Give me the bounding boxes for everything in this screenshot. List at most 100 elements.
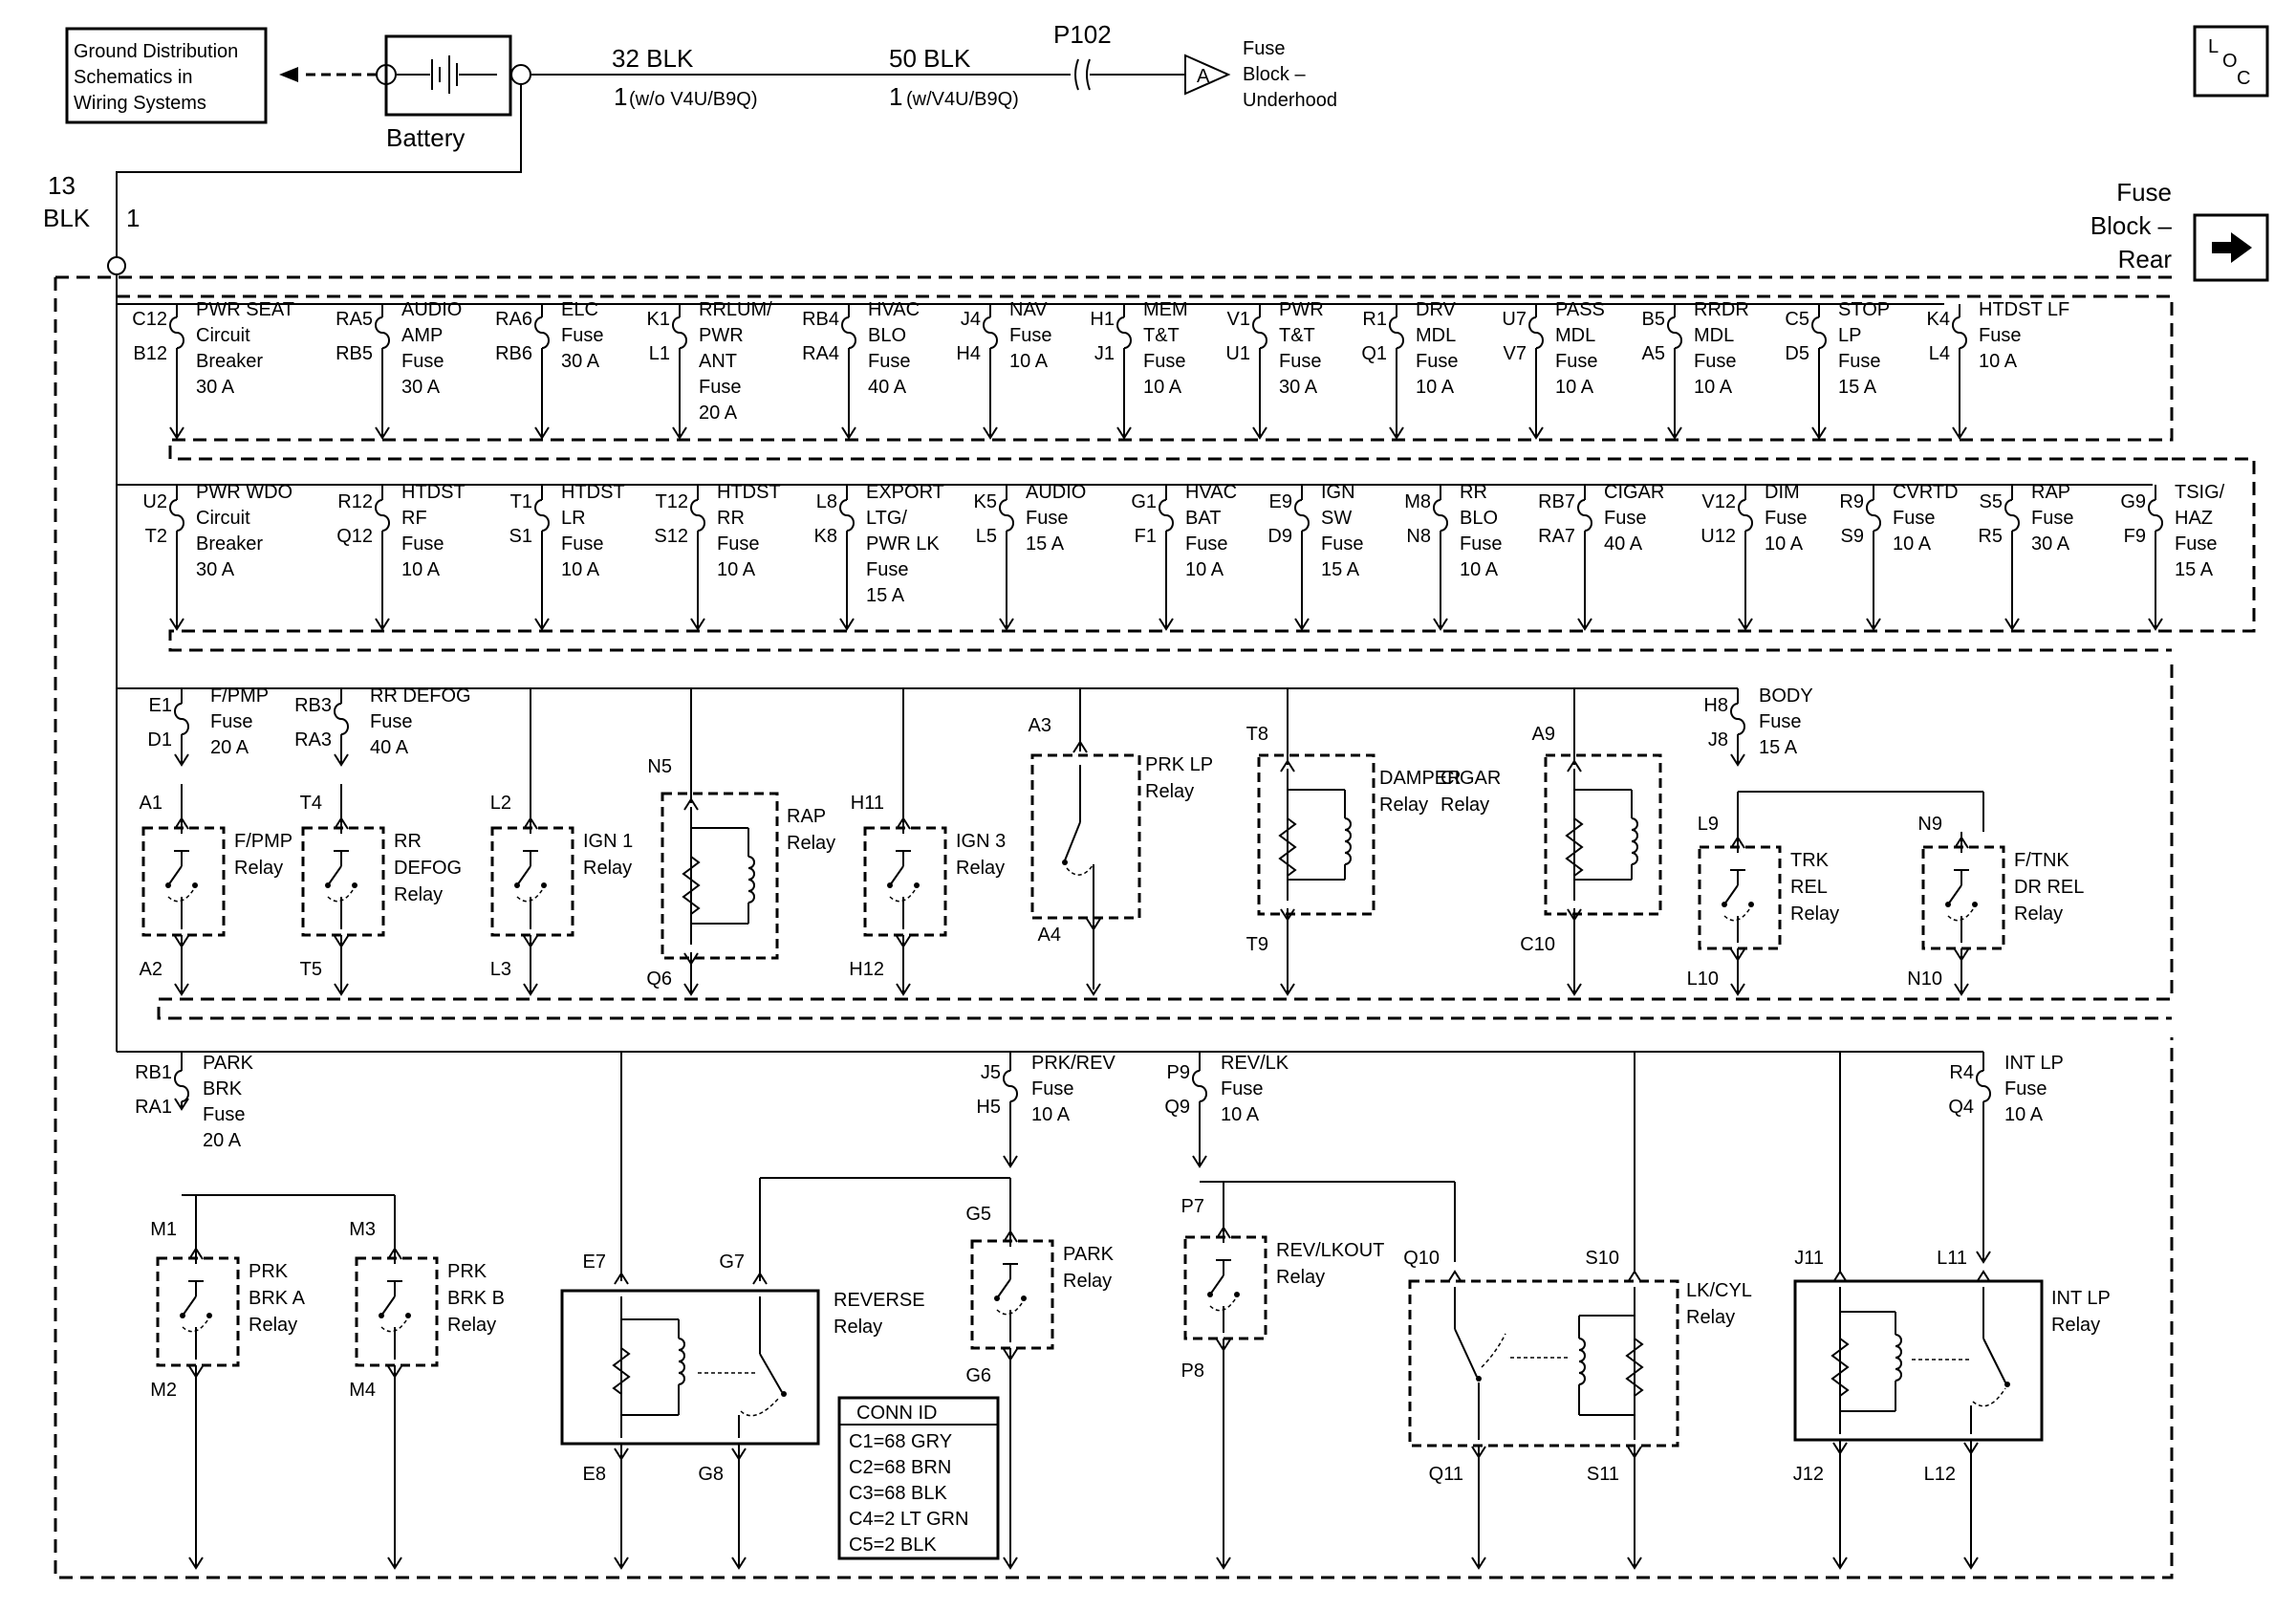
fuse-label-line: HTDST (401, 482, 466, 503)
fuse-element-icon (1389, 316, 1404, 349)
relay-label-line: IGN 1 (583, 831, 633, 852)
relay-pin-bottom: T5 (300, 959, 322, 980)
fuse-label-line: MEM (1143, 299, 1188, 320)
fuse-element-icon (1433, 499, 1448, 532)
fuse-label-line: 10 A (2004, 1104, 2044, 1125)
fuse-label-line: HTDST LF (1979, 299, 2069, 320)
relay-label-line: Relay (2051, 1315, 2100, 1336)
fuse-label-line: Fuse (401, 351, 444, 372)
pin-bottom: D5 (1785, 343, 1809, 364)
pin-bottom: U12 (1700, 526, 1736, 547)
fuse-label-line: SW (1321, 508, 1352, 529)
relay-pin-top: G5 (965, 1204, 991, 1225)
fuse-label-line: Fuse (1838, 351, 1880, 372)
relay-label-line: REV/LKOUT (1276, 1240, 1384, 1261)
relay-label-line: CIGAR (1440, 768, 1501, 789)
fuse-label-line: RR (717, 508, 745, 529)
fuse-label-line: 20 A (210, 737, 249, 758)
pin-bottom: R5 (1978, 526, 2003, 547)
relay-label-line: Relay (447, 1315, 496, 1336)
fuse-label-line: Breaker (196, 351, 263, 372)
relay-pin-e8: E8 (583, 1464, 606, 1485)
fuse-label-line: 10 A (1460, 559, 1499, 580)
fuse-label-line: Fuse (1321, 533, 1363, 555)
relay-label-line: PRK LP (1145, 754, 1213, 775)
pin-bottom: RA3 (294, 729, 332, 751)
fuse-label-line: MDL (1694, 325, 1734, 346)
ground-distribution-reference: Ground Distribution Schematics in Wiring… (65, 27, 268, 124)
relay-label-line: DAMPER (1379, 768, 1462, 789)
fuse-label-line: 10 A (1979, 351, 2018, 372)
feed-wire-13-blk (116, 84, 522, 258)
conn-id-row-5: C5=2 BLK (849, 1535, 937, 1556)
fuse-label-line: BAT (1185, 508, 1221, 529)
pin-top: E9 (1269, 491, 1292, 512)
fuse-element-icon (534, 316, 550, 349)
pin-top: S5 (1980, 491, 2003, 512)
underhood-fuse-block-ref: A Fuse Block – Underhood (1184, 38, 1337, 111)
fuse-label-line: 15 A (2175, 559, 2214, 580)
relay-pin-l11: L11 (1937, 1248, 1967, 1269)
rear-block-outline (54, 275, 2174, 1579)
fuse-label-line: 15 A (1321, 559, 1360, 580)
fuse-element-icon (534, 499, 550, 532)
fuse-element-icon (841, 316, 856, 349)
fuse-label-line: 10 A (717, 559, 756, 580)
svg-text:C: C (2237, 68, 2250, 89)
pin-top: J4 (961, 309, 981, 330)
fuse-element-icon (1976, 1070, 1991, 1102)
pin-bottom: D9 (1267, 526, 1292, 547)
pin-top: RA6 (495, 309, 532, 330)
relay-label-line: PRK (447, 1261, 487, 1282)
relay-pin-bottom: C10 (1520, 934, 1555, 955)
pin-top: B5 (1642, 309, 1665, 330)
fuse-label-line: PWR (699, 325, 744, 346)
pin-bottom: Q1 (1361, 343, 1387, 364)
fuse-element-icon (2148, 499, 2163, 532)
fuse-label-line: Fuse (868, 351, 910, 372)
fuse-label-line: 30 A (196, 377, 235, 398)
pin-bottom: N8 (1406, 526, 1431, 547)
fuse-element-icon (1811, 316, 1827, 349)
pin-bottom: D1 (147, 729, 172, 751)
fuse-label-line: 30 A (1279, 377, 1318, 398)
relay-label-line: Relay (1440, 795, 1489, 816)
pin-bottom: L4 (1929, 343, 1950, 364)
fuse-label-line: BLO (1460, 508, 1498, 529)
underhood-line-3: Underhood (1243, 90, 1337, 111)
fuse-element-icon (1252, 316, 1267, 349)
conn-id-row-3: C3=68 BLK (849, 1483, 948, 1504)
pin-bottom: Q4 (1948, 1097, 1974, 1118)
fuse-label-line: Fuse (1026, 508, 1068, 529)
fuse-label-line: Fuse (561, 533, 603, 555)
pin-top: R12 (337, 491, 373, 512)
relay-label-line: Relay (1145, 781, 1194, 802)
fuse-label-line: Fuse (1893, 508, 1935, 529)
relay-label-line: Relay (834, 1317, 882, 1338)
fuse-element-icon (690, 499, 705, 532)
relay-pin-j12: J12 (1793, 1464, 1824, 1485)
relay-pin-bottom: H12 (849, 959, 884, 980)
relay-label-line: INT LP (2051, 1288, 2111, 1309)
fuse-label-line: 15 A (1838, 377, 1877, 398)
fuse-label-line: Fuse (203, 1104, 245, 1125)
fuse-label-line: Fuse (1694, 351, 1736, 372)
pin-bottom: RA4 (802, 343, 839, 364)
pin-top: J5 (981, 1062, 1001, 1083)
fuse-element-icon (1577, 499, 1592, 532)
relay-pin-bottom: Q6 (646, 969, 672, 990)
pin-bottom: T2 (145, 526, 167, 547)
fuse-label-line: DRV (1416, 299, 1457, 320)
relay-label-line: DR REL (2014, 877, 2084, 898)
fuse-label-line: AUDIO (401, 299, 462, 320)
